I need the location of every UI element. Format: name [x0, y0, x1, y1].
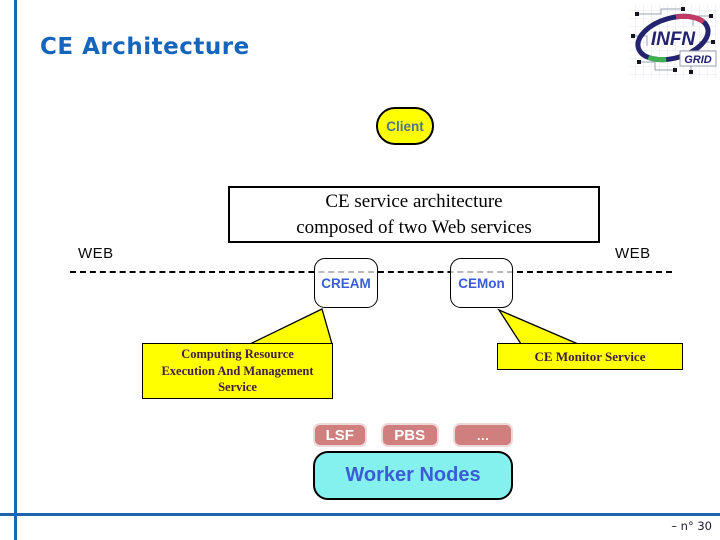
- bottom-accent-line: [0, 513, 720, 516]
- batch-node-other: …: [452, 423, 513, 447]
- cream-callout-line-3: Service: [218, 380, 257, 395]
- description-line-1: CE service architecture: [325, 190, 503, 212]
- page-number: – n° 30: [671, 519, 712, 533]
- batch-label-pbs: PBS: [394, 426, 426, 444]
- cemon-callout-tail: [497, 308, 579, 345]
- logo-ellipse: [635, 13, 711, 63]
- left-accent-line: [14, 0, 17, 540]
- client-label: Client: [386, 118, 424, 134]
- web-label-left: WEB: [78, 245, 114, 262]
- description-box: CE service architecture composed of two …: [228, 186, 600, 243]
- logo-sub-text: GRID: [684, 54, 712, 66]
- web-label-right: WEB: [615, 245, 651, 262]
- logo-org-text: INFN: [651, 29, 697, 50]
- cemon-callout: CE Monitor Service: [497, 343, 683, 370]
- worker-nodes-box: Worker Nodes: [313, 451, 513, 500]
- batch-node-lsf: LSF: [313, 423, 367, 447]
- cemon-callout-label: CE Monitor Service: [534, 348, 646, 364]
- infn-grid-logo: INFN GRID: [627, 2, 719, 87]
- cream-callout-line-1: Computing Resource: [181, 347, 294, 362]
- logo-graphic: INFN GRID: [629, 4, 717, 78]
- page-title: CE Architecture: [40, 34, 250, 60]
- client-node: Client: [376, 107, 434, 145]
- batch-node-pbs: PBS: [380, 423, 439, 447]
- cemon-service-node: CEMon: [450, 258, 513, 308]
- worker-nodes-label: Worker Nodes: [345, 464, 481, 486]
- description-line-2: composed of two Web services: [296, 216, 532, 238]
- cream-callout: Computing Resource Execution And Managem…: [142, 343, 333, 399]
- cream-callout-tail: [249, 308, 333, 345]
- cemon-label: CEMon: [458, 275, 505, 291]
- batch-label-lsf: LSF: [325, 426, 354, 444]
- batch-systems-row: LSF PBS …: [313, 423, 513, 447]
- cream-service-node: CREAM: [314, 258, 378, 308]
- batch-label-other: …: [476, 427, 490, 443]
- cream-label: CREAM: [321, 275, 371, 291]
- cream-callout-line-2: Execution And Management: [161, 363, 314, 378]
